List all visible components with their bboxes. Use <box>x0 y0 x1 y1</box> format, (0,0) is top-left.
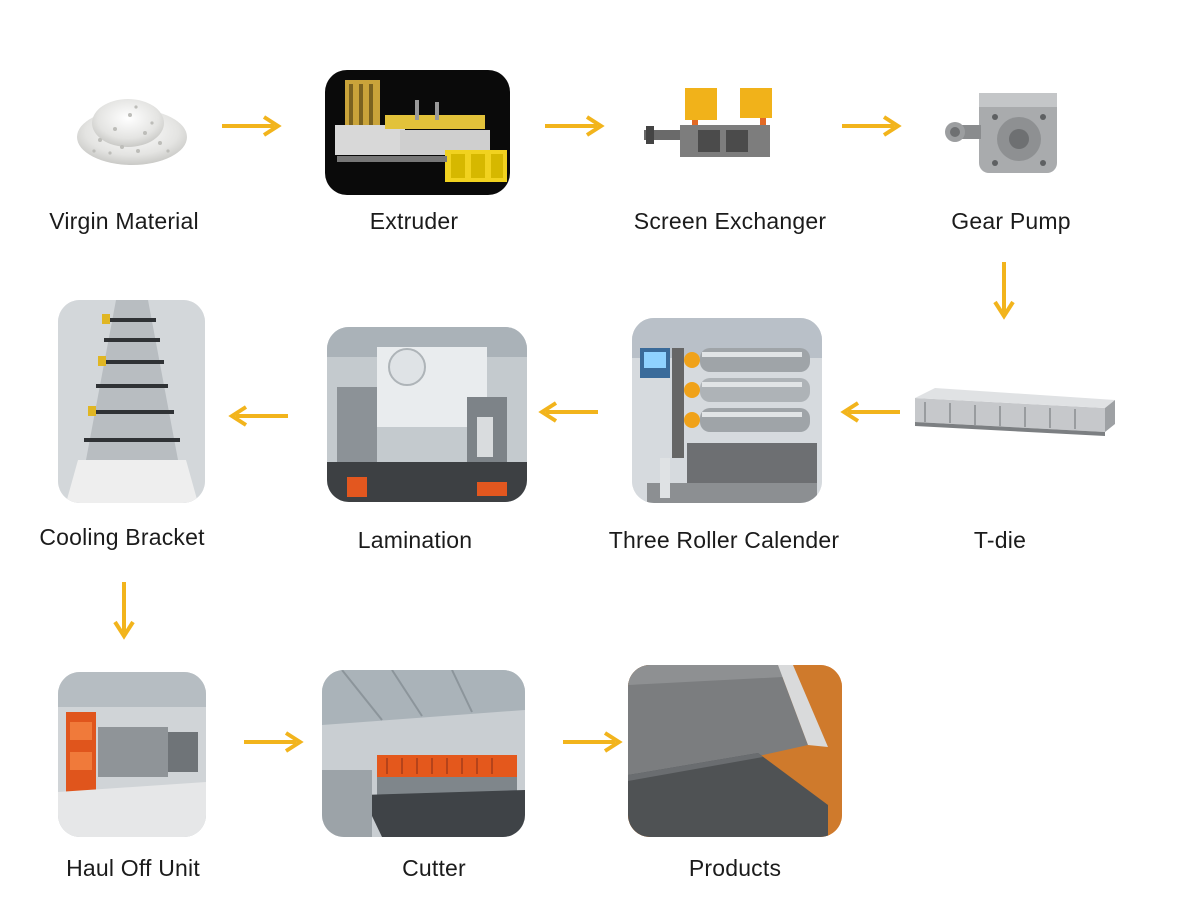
cutter-image <box>322 670 525 837</box>
step-label-virgin-material: Virgin Material <box>49 208 199 234</box>
cooling-bracket-image <box>58 300 205 503</box>
arrow-right-icon <box>563 730 625 754</box>
step-label-products: Products <box>688 855 782 881</box>
arrow-right-icon <box>244 730 306 754</box>
t-die-image <box>905 380 1120 455</box>
gear-pump-image <box>945 85 1065 180</box>
extruder-image <box>325 70 510 195</box>
arrow-down-icon <box>992 262 1016 322</box>
step-label-screen-exchanger: Screen Exchanger <box>633 208 827 234</box>
step-label-cutter: Cutter <box>402 855 466 881</box>
arrow-left-icon <box>840 400 900 424</box>
products-image <box>628 665 842 837</box>
step-label-t-die: T-die <box>973 527 1027 553</box>
arrow-right-icon <box>222 114 284 138</box>
arrow-down-icon <box>112 582 136 642</box>
virgin-material-image <box>70 85 195 170</box>
arrow-right-icon <box>842 114 904 138</box>
step-label-haul-off-unit: Haul Off Unit <box>66 855 200 881</box>
step-label-gear-pump: Gear Pump <box>951 208 1071 234</box>
screen-exchanger-image <box>640 80 780 170</box>
haul-off-unit-image <box>58 672 206 837</box>
arrow-left-icon <box>228 404 288 428</box>
three-roller-calender-image <box>632 318 822 503</box>
arrow-left-icon <box>538 400 598 424</box>
step-label-cooling-bracket: Cooling Bracket <box>39 524 205 550</box>
step-label-three-roller-calender: Three Roller Calender <box>608 527 840 553</box>
lamination-image <box>327 327 527 502</box>
step-label-extruder: Extruder <box>369 208 459 234</box>
step-label-lamination: Lamination <box>357 527 473 553</box>
arrow-right-icon <box>545 114 607 138</box>
